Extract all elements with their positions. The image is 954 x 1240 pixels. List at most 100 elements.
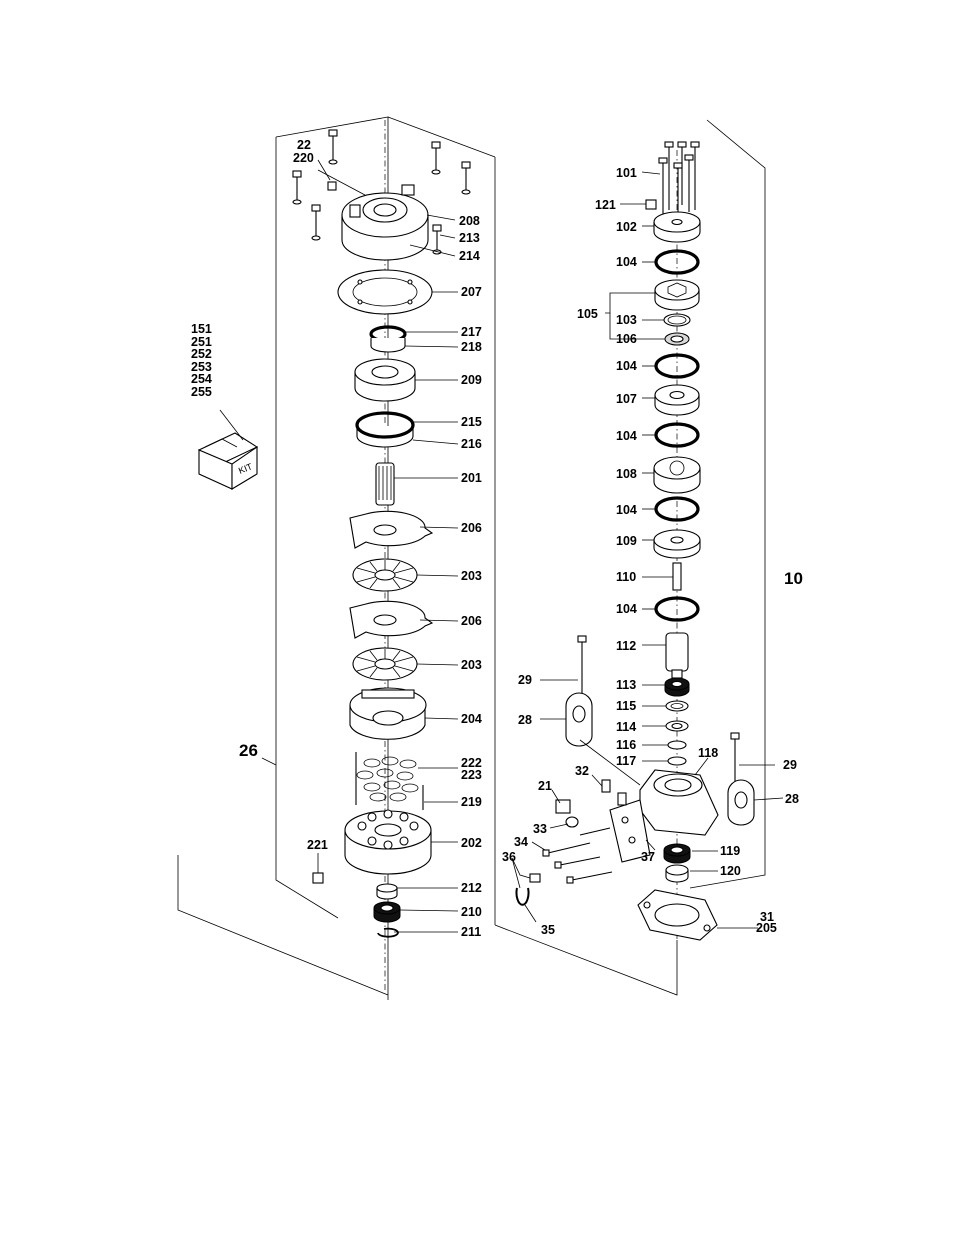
part-222-223-springs [355, 752, 424, 810]
callout-216: 216 [461, 437, 482, 451]
plug-220 [327, 181, 337, 191]
part-110-drive-link [672, 562, 682, 591]
callout-113: 113 [616, 678, 636, 692]
part-203-disc-b [352, 647, 418, 681]
callout-110: 110 [616, 570, 636, 584]
part-112-shaft [665, 632, 689, 679]
part-113-bearing [664, 677, 690, 697]
callout-118: 118 [698, 746, 718, 760]
callout-217: 217 [461, 325, 482, 339]
callout-28-a: 28 [518, 713, 532, 727]
callout-206-b: 206 [461, 614, 482, 628]
callout-207: 207 [461, 285, 482, 299]
bolt-group-22 [292, 129, 471, 255]
part-34-screws [542, 827, 613, 884]
callout-104-d: 104 [616, 503, 637, 517]
part-206-plate-a [349, 510, 434, 549]
part-208-cap [341, 184, 429, 261]
callout-21: 21 [538, 779, 552, 793]
left-leader-lines [261, 159, 459, 933]
part-203-disc-a [352, 558, 418, 592]
kit-part-253: 253 [191, 360, 212, 374]
callout-206-a: 206 [461, 521, 482, 535]
callout-29-a: 29 [518, 673, 532, 687]
callout-104-c: 104 [616, 429, 637, 443]
callout-209: 209 [461, 373, 482, 387]
callout-107: 107 [616, 392, 637, 406]
part-209-plate [354, 358, 416, 402]
part-217-218 [369, 325, 407, 353]
callout-120: 120 [720, 864, 741, 878]
callout-203-a: 203 [461, 569, 482, 583]
callout-204: 204 [461, 712, 482, 726]
group-label-10: 10 [784, 569, 803, 588]
callout-221: 221 [307, 838, 328, 852]
part-211-snap-ring [377, 927, 399, 938]
callout-212: 212 [461, 881, 482, 895]
part-103-106 [663, 313, 691, 346]
group-label-26: 26 [239, 741, 258, 760]
callout-218: 218 [461, 340, 482, 354]
right-leader-lines [511, 171, 784, 929]
callout-31: 31 [760, 910, 774, 924]
part-101-bolts [658, 141, 700, 215]
part-105-stator [654, 279, 700, 311]
callout-211: 211 [461, 925, 481, 939]
part-31-205-gasket [637, 889, 718, 941]
callout-219: 219 [461, 795, 482, 809]
callout-213: 213 [459, 231, 480, 245]
callout-223: 223 [461, 768, 482, 782]
callout-34: 34 [514, 835, 528, 849]
kit-part-list: 151 251 252 253 254 255 [191, 322, 212, 399]
part-121-fitting [645, 199, 657, 210]
part-202-carrier [344, 809, 432, 875]
callout-105: 105 [577, 307, 598, 321]
part-215-216 [355, 411, 415, 448]
callout-106: 106 [616, 332, 637, 346]
callout-116: 116 [616, 738, 636, 752]
callout-210: 210 [461, 905, 482, 919]
part-35-36-fittings [515, 873, 541, 906]
callout-119: 119 [720, 844, 740, 858]
callout-28-b: 28 [785, 792, 799, 806]
callout-220: 220 [293, 151, 314, 165]
callout-108: 108 [616, 467, 637, 481]
part-107-plate [654, 384, 700, 416]
callout-101: 101 [616, 166, 637, 180]
part-108-rotor [653, 456, 701, 494]
callout-203-b: 203 [461, 658, 482, 672]
callout-103: 103 [616, 313, 637, 327]
callout-109: 109 [616, 534, 637, 548]
part-109-plate [653, 529, 701, 559]
kit-part-251: 251 [191, 335, 212, 349]
callout-104-a: 104 [616, 255, 637, 269]
kit-box: KIT [197, 409, 259, 490]
callout-104-e: 104 [616, 602, 637, 616]
kit-part-252: 252 [191, 347, 212, 361]
callout-208: 208 [459, 214, 480, 228]
part-28-flange-right [727, 779, 755, 826]
callout-102: 102 [616, 220, 637, 234]
callout-112: 112 [616, 639, 636, 653]
kit-part-255: 255 [191, 385, 212, 399]
callout-215: 215 [461, 415, 482, 429]
part-206-plate-b [349, 600, 434, 639]
callout-29-b: 29 [783, 758, 797, 772]
callout-121: 121 [595, 198, 616, 212]
callout-114: 114 [616, 720, 636, 734]
callout-22: 22 [297, 138, 311, 152]
part-32-21-33-fittings [555, 779, 627, 828]
part-28-flange-left [565, 692, 593, 747]
part-221-plug [312, 872, 324, 884]
left-callout-labels: 22 220 208 213 214 207 217 218 209 215 2… [239, 138, 482, 939]
kit-part-254: 254 [191, 372, 212, 386]
part-37-119-120 [663, 843, 691, 883]
part-204-housing [349, 687, 427, 740]
callout-115: 115 [616, 699, 636, 713]
right-callout-labels: 101 121 102 104 105 103 106 104 107 104 … [502, 166, 803, 937]
callout-104-b: 104 [616, 359, 637, 373]
callout-33: 33 [533, 822, 547, 836]
callout-37: 37 [641, 850, 655, 864]
